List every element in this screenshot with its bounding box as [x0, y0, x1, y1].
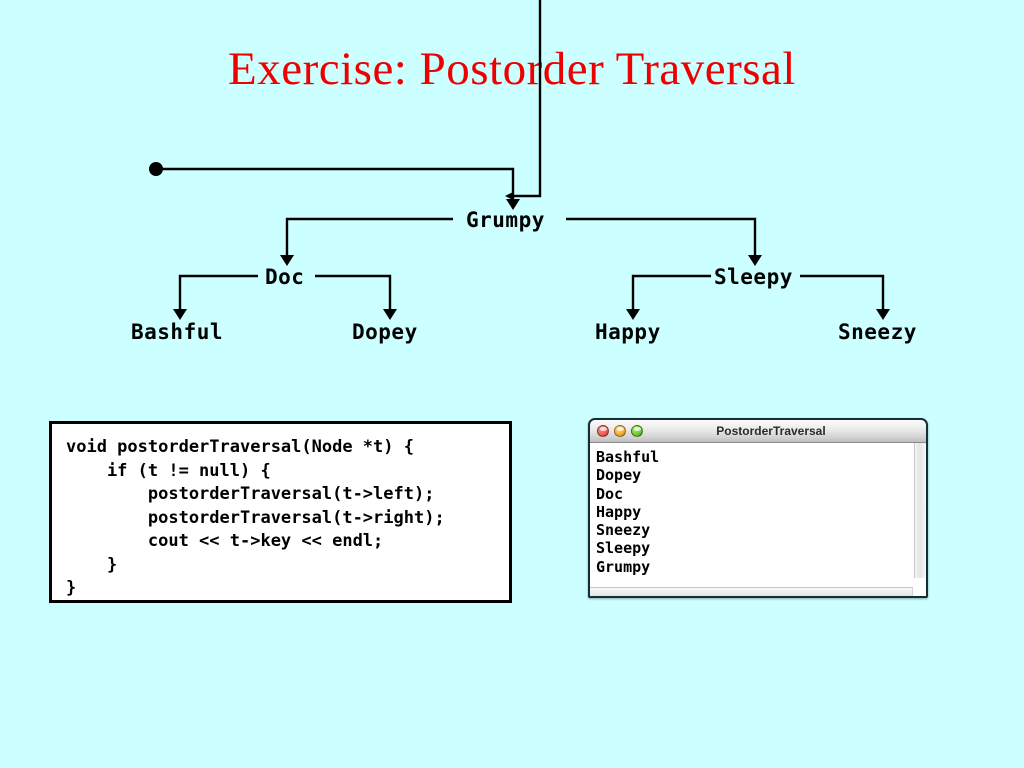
minimize-icon[interactable]	[614, 425, 626, 437]
edge-sleepy-to-sneezy	[800, 274, 885, 310]
zoom-icon[interactable]	[631, 425, 643, 437]
edge-sleepy-to-happy-arrow	[626, 309, 640, 320]
window-titlebar[interactable]: PostorderTraversal	[590, 420, 926, 443]
tree-node-sneezy: Sneezy	[838, 320, 917, 344]
edge-sleepy-to-sneezy-arrow	[876, 309, 890, 320]
tree-node-happy: Happy	[595, 320, 661, 344]
edge-doc-to-bashful-arrow	[173, 309, 187, 320]
traversal-output-list: Bashful Dopey Doc Happy Sneezy Sleepy Gr…	[596, 448, 660, 576]
window-controls	[597, 425, 643, 437]
tree-node-grumpy: Grumpy	[466, 208, 545, 232]
edge-grumpy-to-sleepy	[566, 217, 757, 256]
edge-sleepy-to-happy	[631, 274, 711, 310]
edge-root-to-grumpy	[505, 0, 542, 201]
horizontal-scrollbar[interactable]	[590, 587, 926, 596]
output-window[interactable]: PostorderTraversal Bashful Dopey Doc Hap…	[588, 418, 928, 598]
vertical-scrollbar[interactable]	[914, 443, 926, 578]
root-pointer-dot	[149, 162, 163, 176]
code-listing-text: void postorderTraversal(Node *t) { if (t…	[66, 437, 445, 598]
tree-node-bashful: Bashful	[131, 320, 224, 344]
close-icon[interactable]	[597, 425, 609, 437]
page-title: Exercise: Postorder Traversal	[228, 43, 796, 95]
edge-root-to-grumpy-line	[156, 167, 515, 200]
window-content: Bashful Dopey Doc Happy Sneezy Sleepy Gr…	[590, 443, 926, 596]
edge-doc-to-dopey	[315, 274, 392, 310]
edge-grumpy-to-doc	[285, 217, 453, 256]
tree-node-sleepy: Sleepy	[714, 265, 793, 289]
resize-grip[interactable]	[912, 587, 926, 596]
edge-doc-to-dopey-arrow	[383, 309, 397, 320]
tree-node-doc: Doc	[265, 265, 305, 289]
tree-node-dopey: Dopey	[352, 320, 418, 344]
code-listing-box: void postorderTraversal(Node *t) { if (t…	[49, 421, 512, 603]
edge-doc-to-bashful	[178, 274, 258, 310]
